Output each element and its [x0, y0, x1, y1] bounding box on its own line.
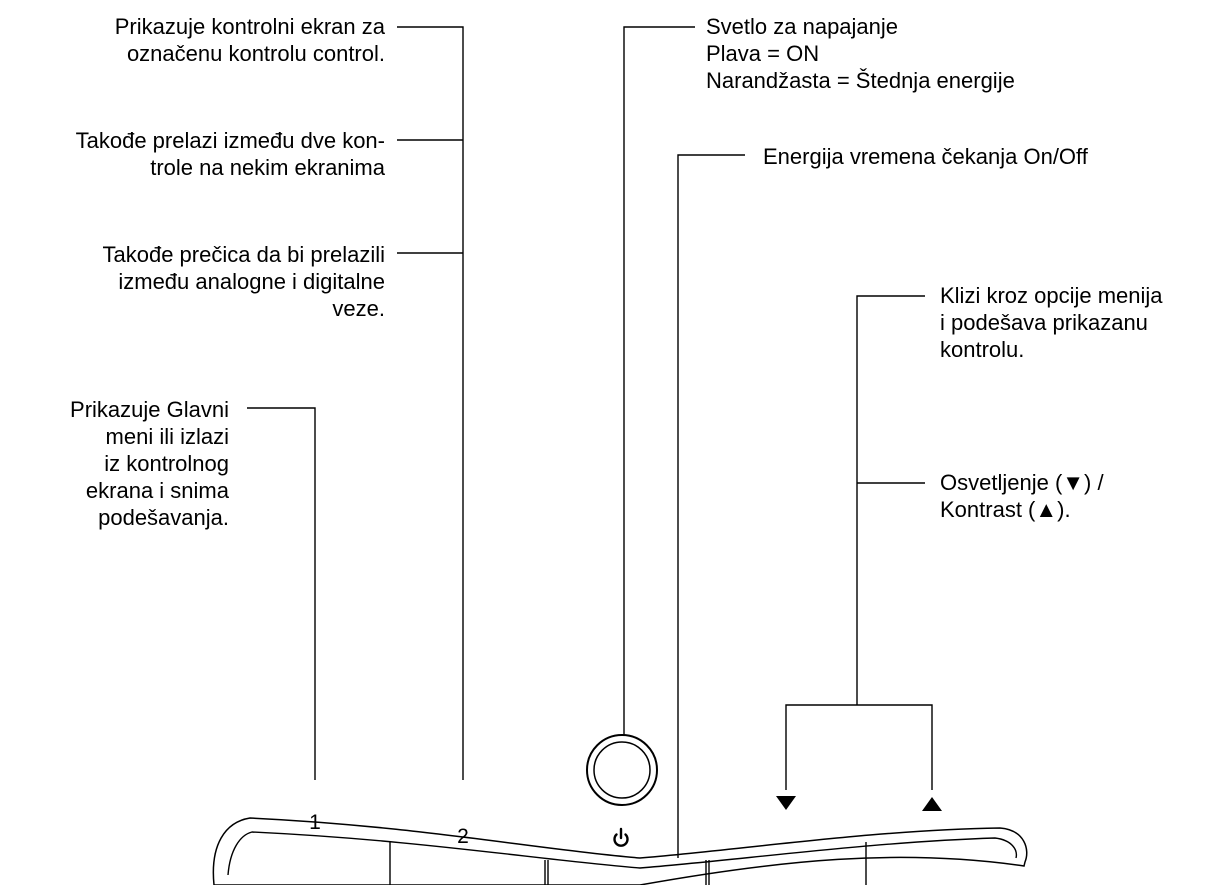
button-2-label: 2 [457, 825, 469, 848]
callout-line: kontrolu. [940, 337, 1025, 362]
callout-line: meni ili izlazi [105, 424, 229, 449]
leader-power-light [623, 26, 695, 735]
callout-line: Prikazuje Glavni [70, 397, 229, 422]
bezel-outline [212, 817, 1028, 885]
leader-power-standby [677, 154, 745, 858]
callout-main-menu: Prikazuje Glavni meni ili izlazi iz kont… [70, 396, 229, 531]
callout-line: iz kontrolnog [104, 451, 229, 476]
callout-line: Osvetljenje (▼) / [940, 470, 1104, 495]
callout-power-light: Svetlo za napajanje Plava = ON Narandžas… [706, 13, 1015, 94]
callout-line: označenu kontrolu control. [126, 41, 385, 66]
leader-button-2 [397, 26, 464, 780]
button-1-label: 1 [309, 811, 321, 834]
leader-scroll-menu [856, 295, 925, 705]
leader-arrow-bracket [785, 704, 933, 790]
power-icon [613, 827, 629, 847]
callout-toggle-two: Takođe prelazi između dve kon- trole na … [76, 127, 385, 181]
callout-line: veze. [332, 296, 385, 321]
callout-line: Klizi kroz opcije menija [940, 283, 1163, 308]
power-light-inner [593, 741, 651, 799]
down-triangle-icon [776, 796, 796, 810]
callout-line: Prikazuje kontrolni ekran za [114, 14, 385, 39]
callout-line: Kontrast (▲). [940, 497, 1071, 522]
callout-line: trole na nekim ekranima [150, 155, 385, 180]
callout-line: između analogne i digitalne [118, 269, 385, 294]
callout-line: i podešava prikazanu [940, 310, 1148, 335]
callout-line: podešavanja. [98, 505, 229, 530]
callout-shortcut: Takođe prečica da bi prelazili između an… [103, 241, 386, 322]
callout-control-screen: Prikazuje kontrolni ekran za označenu ko… [115, 13, 385, 67]
callout-scroll-menu: Klizi kroz opcije menija i podešava prik… [940, 282, 1163, 363]
callout-line: Plava = ON [706, 41, 820, 66]
callout-power-standby: Energija vremena čekanja On/Off [763, 143, 1088, 170]
callout-line: Narandžasta = Štednja energije [706, 68, 1015, 93]
callout-line: Energija vremena čekanja On/Off [763, 144, 1088, 169]
callout-line: Takođe prečica da bi prelazili [102, 242, 386, 267]
callout-line: ekrana i snima [85, 478, 229, 503]
callout-brightness: Osvetljenje (▼) / Kontrast (▲). [940, 469, 1104, 523]
callout-line: Takođe prelazi između dve kon- [75, 128, 385, 153]
callout-line: Svetlo za napajanje [706, 14, 899, 39]
bezel-inner-line [227, 831, 1018, 876]
leader-main-menu [247, 407, 316, 780]
up-triangle-icon [922, 797, 942, 811]
